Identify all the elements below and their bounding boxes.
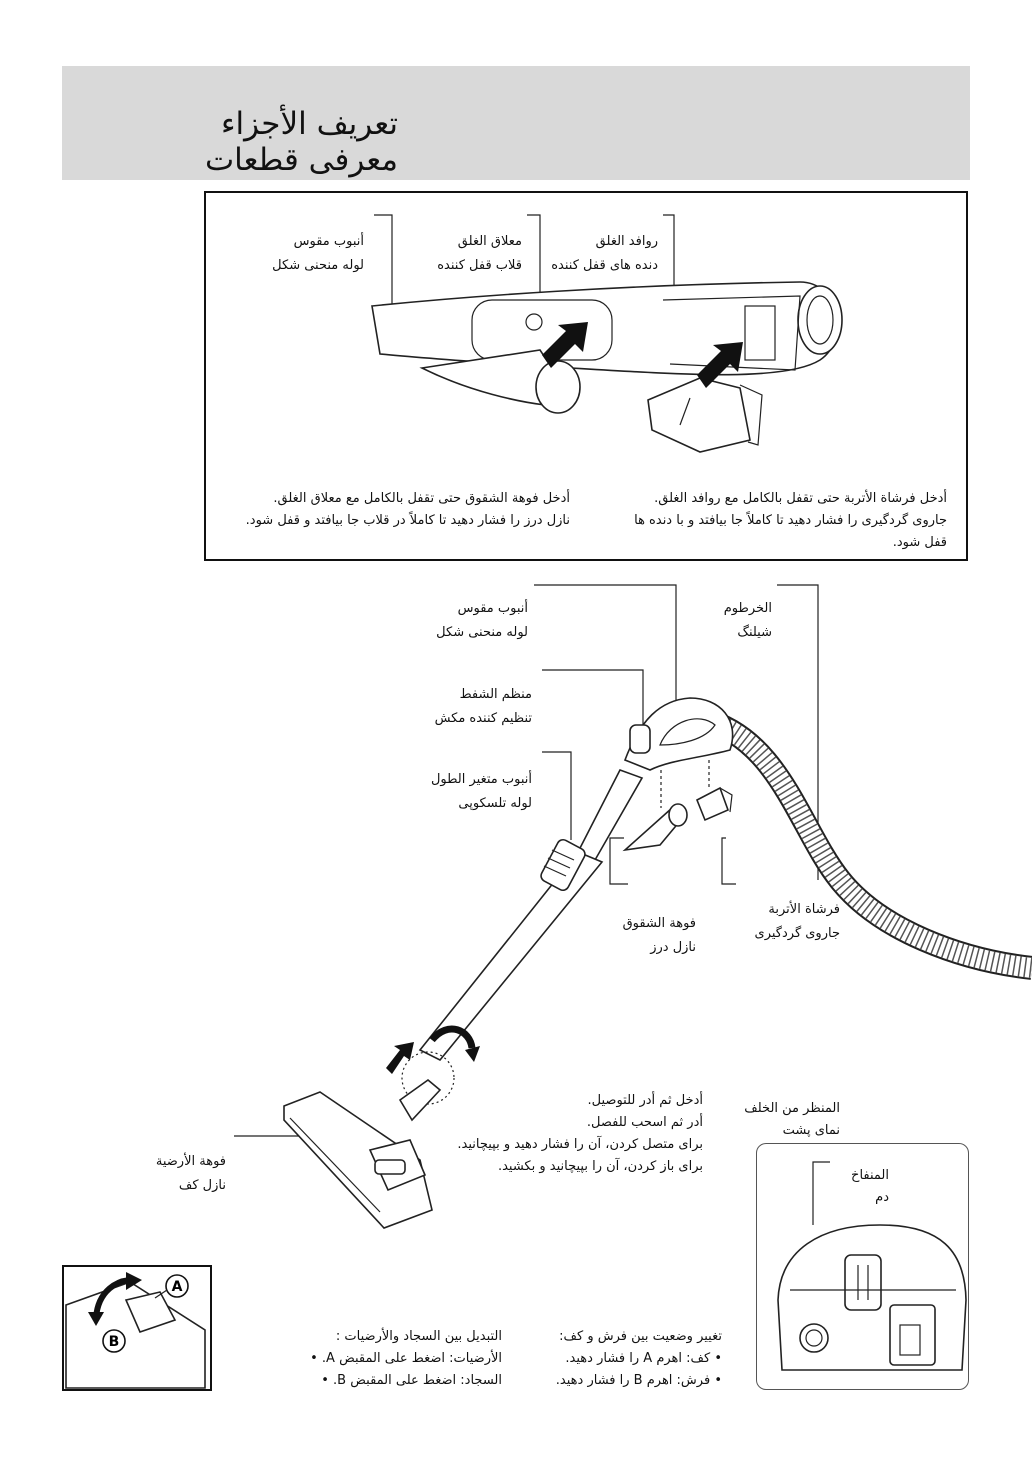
floor-nozzle-drawing xyxy=(284,1080,440,1228)
nozzle-switch-inset xyxy=(62,1265,212,1391)
handle-drawing xyxy=(625,698,733,770)
curved-tube-top-drawing xyxy=(372,282,842,375)
brush-small-drawing xyxy=(697,788,728,820)
crevice-instruction: أدخل فوهة الشقوق حتى تقفل بالكامل مع معل… xyxy=(210,488,570,532)
push-arrow xyxy=(386,1042,414,1074)
switch-instructions-persian: تغییر وضعیت بین فرش و کف: • کف: اهرم A ر… xyxy=(556,1326,722,1392)
connect-instructions: أدخل ثم أدر للتوصيل. أدر ثم اسحب للفصل. … xyxy=(457,1090,703,1178)
dusting-instruction: أدخل فرشاة الأتربة حتى تقفل بالكامل مع ر… xyxy=(609,488,947,554)
dusting-brush-top-drawing xyxy=(648,378,762,452)
switch-instructions-arabic: التبديل بين السجاد والأرضيات : الأرضيات:… xyxy=(310,1326,502,1392)
